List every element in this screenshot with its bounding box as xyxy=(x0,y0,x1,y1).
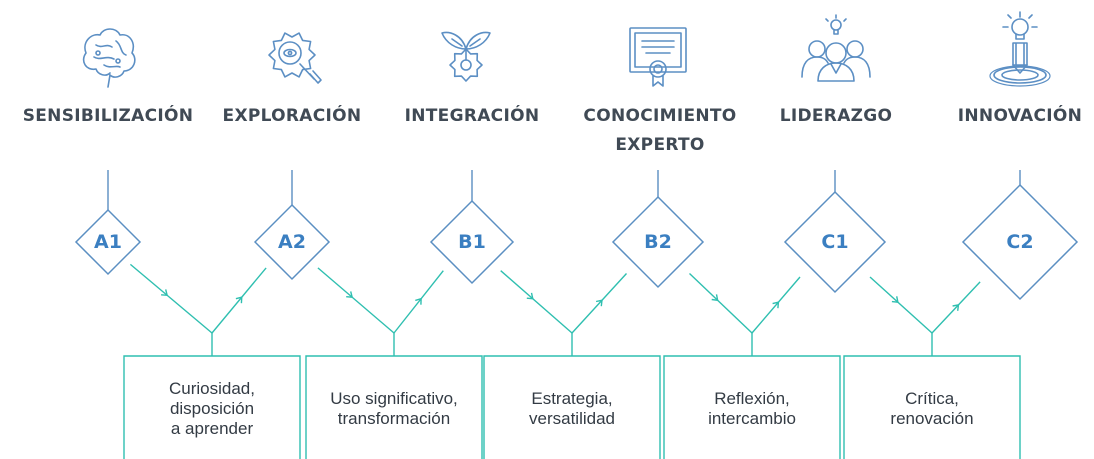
arrowhead-down xyxy=(526,292,534,300)
teal-connector-up xyxy=(571,273,628,334)
arrowhead-up xyxy=(952,304,960,311)
outcome-text: Uso significativo, transformación xyxy=(330,389,458,428)
stage-title: INTEGRACIÓN xyxy=(404,106,540,126)
arrowhead-up xyxy=(595,299,603,307)
sprout-gear-icon xyxy=(441,31,491,82)
level-label: C1 xyxy=(821,231,849,253)
certificate-icon xyxy=(629,27,687,87)
teal-connector-up xyxy=(751,276,801,334)
level-diamond xyxy=(429,199,515,285)
level-label: A2 xyxy=(278,231,306,253)
teal-connector-down xyxy=(317,267,395,334)
teal-connector-down xyxy=(869,276,933,334)
level-diamond xyxy=(961,183,1079,301)
teal-connector-down xyxy=(129,263,213,334)
arrowhead-down xyxy=(346,291,354,298)
arrowhead-down xyxy=(161,289,169,297)
gear-magnifier-icon xyxy=(268,32,322,84)
arrowhead-down xyxy=(891,296,899,303)
level-diamond xyxy=(783,190,887,294)
outcome-text: Reflexión, intercambio xyxy=(708,389,796,428)
level-label: B2 xyxy=(644,231,672,253)
level-label: B1 xyxy=(458,231,486,253)
level-diamond xyxy=(74,208,142,276)
arrowhead-up xyxy=(235,296,243,304)
outcome-text: Curiosidad, disposición a aprender xyxy=(169,379,255,438)
stage-title: INNOVACIÓN xyxy=(957,106,1083,126)
stage-title: LIDERAZGO xyxy=(779,106,893,126)
outcome-text: Crítica, renovación xyxy=(890,389,974,428)
teal-connector-up xyxy=(931,281,981,334)
teal-connector-down xyxy=(500,270,573,334)
outcome-text: Estrategia, versatilidad xyxy=(529,389,615,428)
teal-connector-down xyxy=(689,272,753,334)
lightbulb-pedestal-icon xyxy=(989,11,1051,87)
arrowhead-up xyxy=(772,301,780,309)
teal-connector-up xyxy=(393,270,444,334)
brain-icon xyxy=(82,28,136,88)
level-diamond xyxy=(611,195,705,289)
level-diamond xyxy=(253,203,331,281)
arrowhead-down xyxy=(711,294,719,302)
outcome-box xyxy=(123,355,301,459)
outcome-box xyxy=(305,355,483,459)
level-label: C2 xyxy=(1006,231,1034,253)
outcome-box xyxy=(843,355,1021,459)
outcome-box xyxy=(483,355,661,459)
team-idea-icon xyxy=(801,14,871,82)
outcome-box xyxy=(663,355,841,459)
level-label: A1 xyxy=(94,231,122,253)
stage-title: SENSIBILIZACIÓN xyxy=(22,106,194,126)
teal-connector-up xyxy=(211,267,267,334)
stage-title: EXPLORACIÓN xyxy=(222,106,362,126)
stage-title: CONOCIMIENTO EXPERTO xyxy=(583,106,737,155)
arrowhead-up xyxy=(415,297,422,305)
